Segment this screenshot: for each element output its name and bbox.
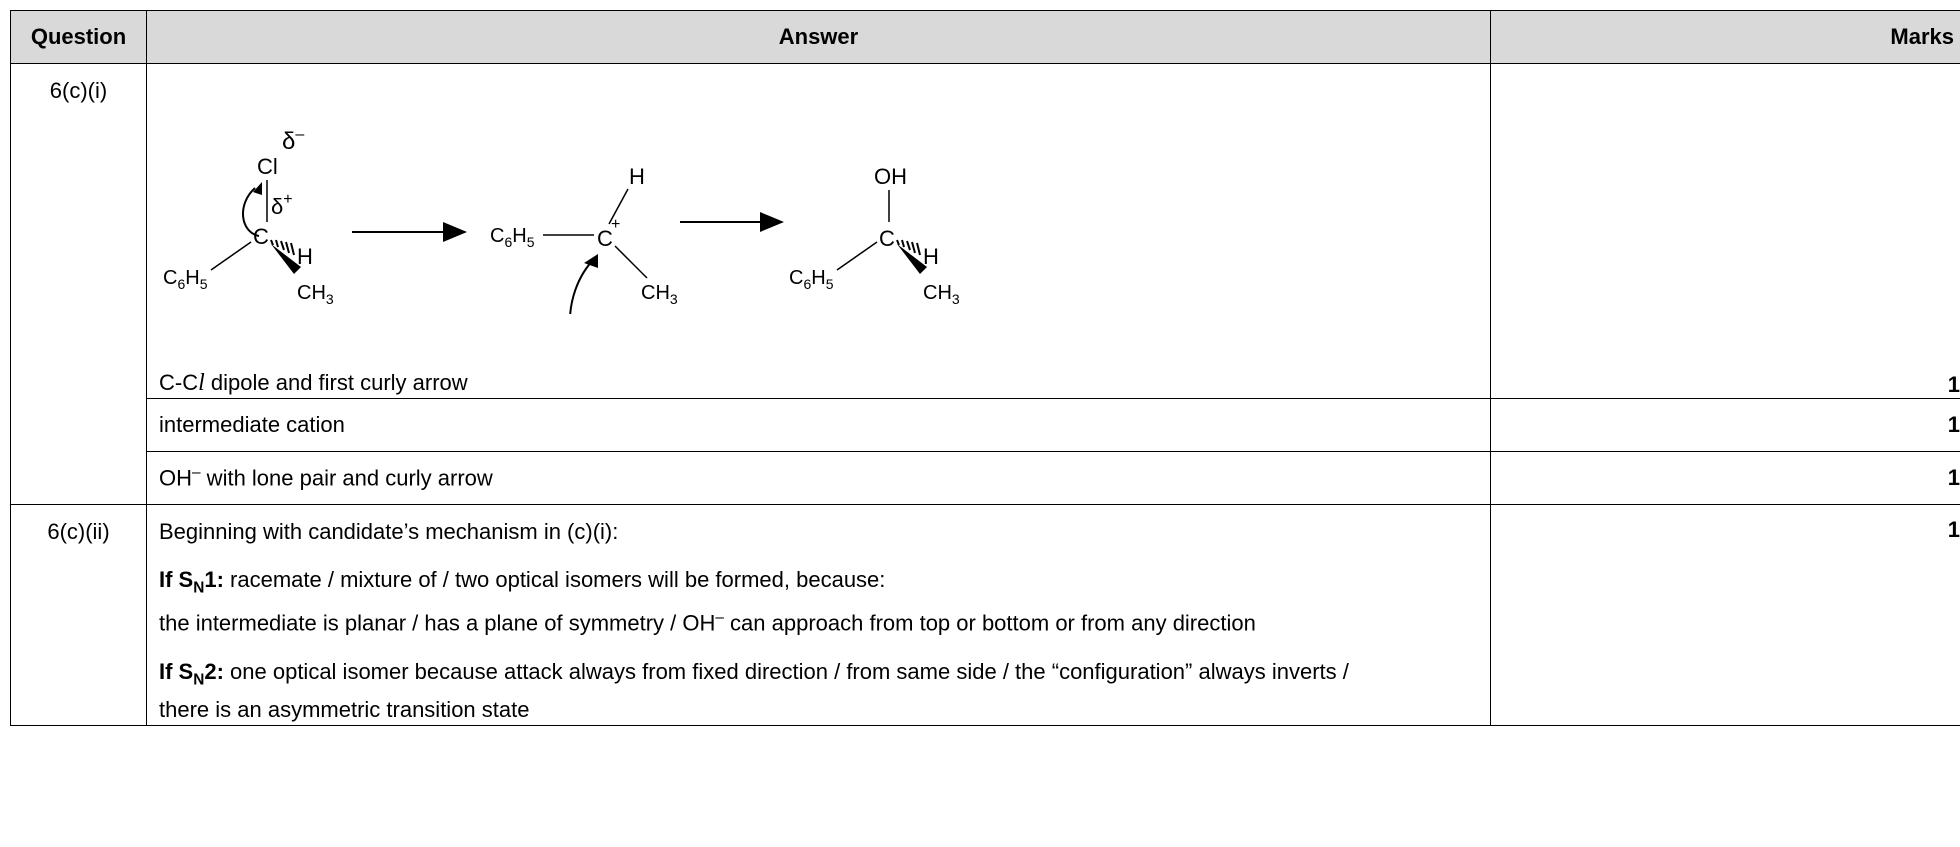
- q1-row-2: intermediate cation 1: [11, 398, 1960, 452]
- q2-row: 6(c)(ii) Beginning with candidate’s mech…: [10, 503, 1960, 727]
- marks-header-label: Marks: [1890, 24, 1954, 49]
- q1-line-2: intermediate cation: [146, 398, 1491, 452]
- question-header: Question: [10, 10, 147, 64]
- curly-arrow-2: [569, 257, 596, 314]
- q2-answer: Beginning with candidate’s mechanism in …: [146, 503, 1491, 727]
- q2-sn1-line1: If SN1: racemate / mixture of / two opti…: [159, 567, 886, 597]
- q1-row-1: 6(c)(i) Cl δ– δ+ C C6H5: [10, 63, 1960, 505]
- q2-mark: 1: [1490, 503, 1960, 727]
- phenyl-label-1: C6H5: [163, 267, 208, 292]
- q2-sn2-line1: If SN2: one optical isomer because attac…: [159, 658, 1349, 689]
- q1-mark-2: 1: [1490, 398, 1960, 452]
- q2-label: 6(c)(ii): [10, 503, 147, 727]
- q1-mark-1: 1: [1490, 63, 1960, 399]
- phenyl-label-3: C6H5: [789, 267, 834, 292]
- q2-intro: Beginning with candidate’s mechanism in …: [159, 519, 619, 544]
- q2-sn1-line2: the intermediate is planar / has a plane…: [159, 609, 1256, 636]
- reactant-molecule: Cl δ– δ+ C C6H5 H CH3: [163, 126, 334, 307]
- q1-row-3: OH– with lone pair and curly arrow 1: [11, 451, 1960, 505]
- carbon-label-3: C: [879, 226, 895, 251]
- q1-line-3: OH– with lone pair and curly arrow: [146, 451, 1491, 505]
- q1-answer-mechanism: Cl δ– δ+ C C6H5 H CH3: [146, 63, 1491, 399]
- q2-sn2-line2: there is an asymmetric transition state: [159, 697, 530, 723]
- mechanism-diagram: Cl δ– δ+ C C6H5 H CH3: [163, 126, 960, 314]
- hydrogen-label-3: H: [923, 244, 939, 269]
- header-row: Question Answer Marks: [10, 10, 1960, 64]
- mark-scheme-table: Question Answer Marks 6(c)(i) Cl δ– δ+ C: [10, 10, 1960, 727]
- plus-charge: +: [611, 216, 620, 233]
- intermediate-molecule: C6H5 C + H CH3 Cl- OH-: [469, 164, 678, 314]
- carbocation-label: C: [597, 226, 613, 251]
- methyl-label-1: CH3: [297, 282, 334, 307]
- methyl-label-3: CH3: [923, 282, 960, 307]
- delta-plus-label: δ+: [271, 191, 293, 219]
- methyl-label-2: CH3: [641, 282, 678, 307]
- product-molecule: OH C C6H5 H CH3: [789, 164, 960, 307]
- q1-mark-3: 1: [1490, 451, 1960, 505]
- chlorine-label: Cl: [257, 154, 278, 179]
- carbon-label: C: [253, 224, 269, 249]
- hydrogen-label-2: H: [629, 164, 645, 189]
- hydroxyl-label: OH: [874, 164, 907, 189]
- curly-arrow-1: [242, 187, 260, 237]
- q1-label: 6(c)(i): [10, 63, 147, 505]
- hydrogen-label-1: H: [297, 244, 313, 269]
- phenyl-label-2: C6H5: [490, 225, 535, 250]
- marks-header: Marks: [1490, 10, 1960, 64]
- answer-header: Answer: [146, 10, 1491, 64]
- delta-minus-label: δ–: [282, 126, 304, 155]
- q1-line-1: C-Cl dipole and first curly arrow: [159, 370, 468, 396]
- chloride-ion-label: Cl-: [469, 309, 497, 314]
